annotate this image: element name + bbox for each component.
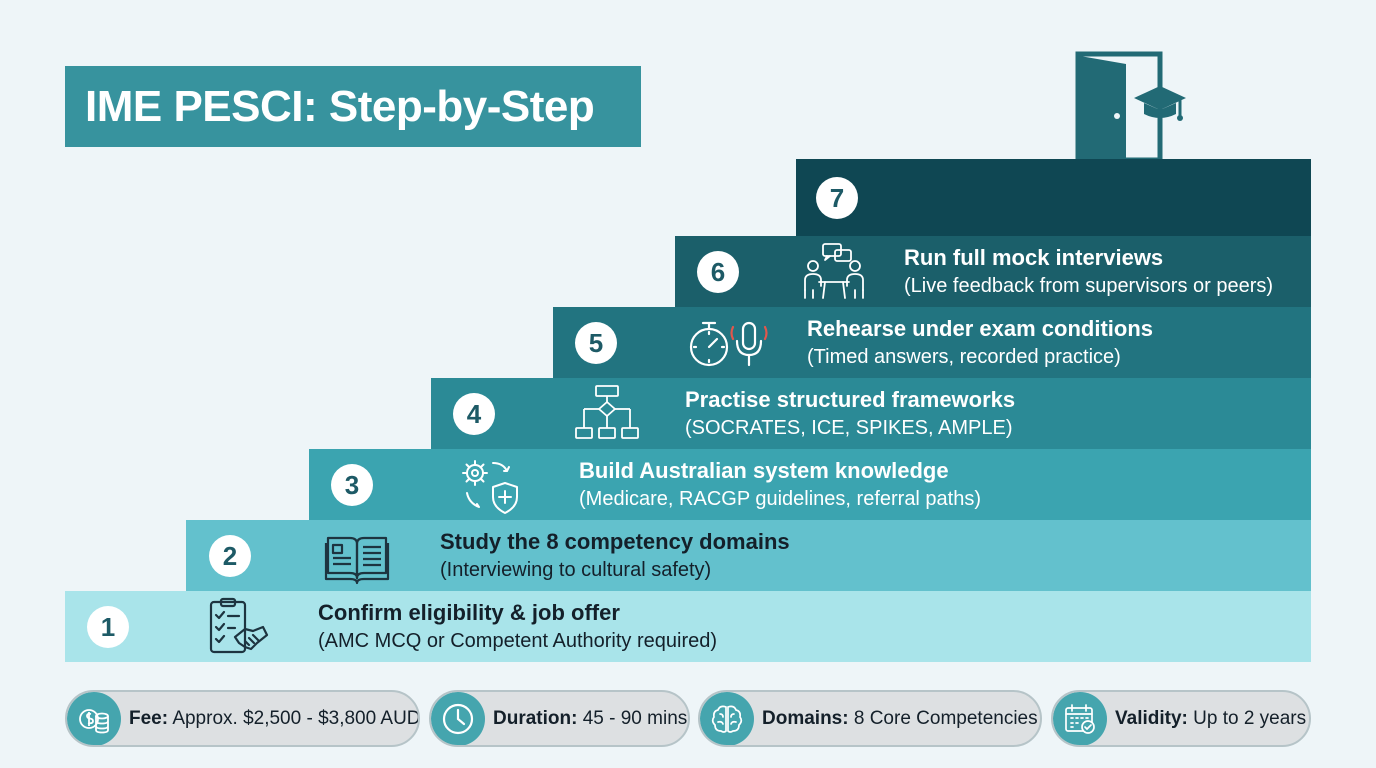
- open-book-icon: [324, 536, 390, 584]
- clock-icon: [431, 692, 485, 745]
- step-number: 2: [209, 534, 251, 577]
- step-number: 3: [331, 463, 373, 506]
- flowchart-icon: [575, 384, 639, 439]
- step-number: 7: [816, 176, 858, 219]
- fact-duration: Duration: 45 - 90 mins: [429, 690, 690, 747]
- title-banner: IME PESCI: Step-by-Step: [65, 66, 641, 147]
- fact-label: Duration:: [493, 707, 578, 729]
- door-graduation-cap-icon: [1075, 51, 1186, 160]
- step-title: Rehearse under exam conditions: [807, 315, 1153, 341]
- fact-validity: Validity: Up to 2 years: [1051, 690, 1311, 747]
- step-title: Confirm eligibility & job offer: [318, 599, 620, 625]
- step-4: 4 Practise structured frameworks (SOCRAT…: [431, 378, 1311, 449]
- stopwatch-microphone-icon: [689, 321, 768, 366]
- calendar-icon: [1053, 692, 1107, 745]
- fact-label: Validity:: [1115, 707, 1188, 729]
- step-subtitle: (Timed answers, recorded practice): [807, 345, 1121, 368]
- facts-bar: Fee: Approx. $2,500 - $3,800 AUD Duratio…: [65, 690, 1311, 747]
- step-subtitle: (Medicare, RACGP guidelines, referral pa…: [579, 487, 982, 510]
- step-7: 7: [796, 159, 1311, 236]
- step-subtitle: (Live feedback from supervisors or peers…: [904, 274, 1274, 297]
- fact-domains: Domains: 8 Core Competencies: [698, 690, 1042, 747]
- checklist-handshake-icon: [209, 597, 269, 653]
- page-title: IME PESCI: Step-by-Step: [85, 81, 595, 131]
- step-number: 5: [575, 321, 617, 364]
- fact-label: Domains:: [762, 707, 849, 729]
- step-number: 4: [453, 392, 495, 435]
- fact-value: 45 - 90 mins: [582, 707, 688, 729]
- step-2: 2 Study the 8 competency domains (Interv…: [186, 520, 1311, 591]
- step-5: 5 Rehearse under exam conditions (Timed …: [553, 307, 1311, 378]
- step-6: 6 Run full mock interviews (Live feedbac…: [675, 236, 1311, 307]
- fact-value: Approx. $2,500 - $3,800 AUD: [172, 707, 420, 729]
- gear-shield-icon: [462, 459, 518, 514]
- fact-label: Fee:: [129, 707, 169, 729]
- coins-icon: [67, 692, 121, 745]
- step-subtitle: (Interviewing to cultural safety): [440, 558, 712, 581]
- interview-icon: [804, 242, 864, 299]
- step-title: Run full mock interviews: [904, 244, 1164, 270]
- step-title: Study the 8 competency domains: [440, 528, 790, 554]
- step-number: 1: [87, 605, 129, 648]
- step-number: 6: [697, 250, 739, 293]
- step-title: Build Australian system knowledge: [579, 457, 949, 483]
- step-subtitle: (SOCRATES, ICE, SPIKES, AMPLE): [685, 416, 1013, 439]
- step-subtitle: (AMC MCQ or Competent Authority required…: [318, 629, 718, 652]
- fact-fee: Fee: Approx. $2,500 - $3,800 AUD: [65, 690, 420, 747]
- brain-icon: [700, 692, 754, 745]
- fact-value: Up to 2 years: [1193, 707, 1307, 729]
- step-3: 3 Build Australian system knowledge (Med…: [309, 449, 1311, 520]
- fact-value: 8 Core Competencies: [853, 707, 1038, 729]
- step-title: Practise structured frameworks: [685, 386, 1016, 412]
- step-1: 1 Confirm eligibility & job offer (AMC M…: [65, 591, 1311, 662]
